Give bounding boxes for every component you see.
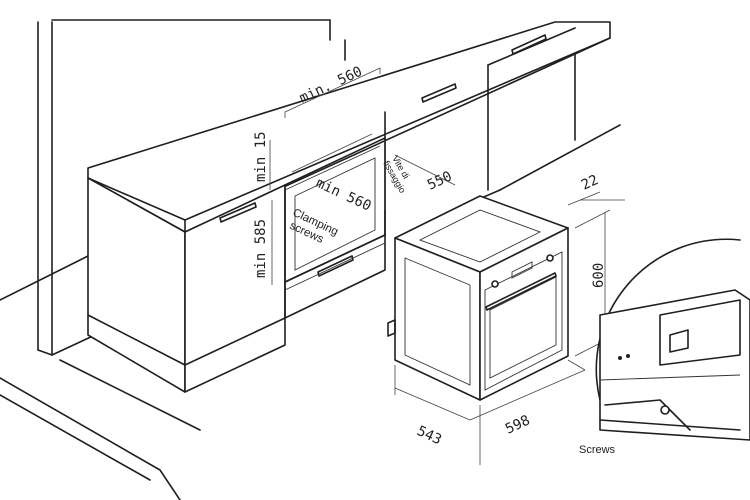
label-cabinet-top: min 15	[253, 131, 269, 182]
cabinet-handle	[219, 202, 257, 223]
top-handle	[511, 34, 547, 55]
label-oven-height: 600	[591, 263, 607, 288]
niche-dimension-guides	[269, 67, 456, 285]
upper-handle	[421, 83, 457, 103]
left-base-cabinet	[87, 177, 286, 393]
floor-lines	[0, 254, 201, 500]
detail-clamp	[669, 329, 689, 353]
label-cabinet-height: min 585	[253, 219, 269, 278]
oven-door-handle	[485, 272, 557, 311]
detail-screw	[660, 405, 670, 415]
oven-knob-right	[546, 254, 554, 262]
right-cabinet	[487, 27, 576, 66]
oven-knob-left	[491, 280, 499, 288]
label-panel-thickness: 22	[579, 172, 601, 194]
label-oven-side: 543	[414, 423, 444, 448]
screws-detail	[595, 238, 750, 441]
oven	[387, 195, 569, 401]
label-oven-width: 598	[503, 412, 533, 437]
label-detail-screws: Screws	[579, 444, 616, 456]
label-inner-width: min 560	[313, 175, 373, 214]
oven-dimension-lines	[394, 191, 625, 465]
oven-front	[479, 227, 569, 401]
